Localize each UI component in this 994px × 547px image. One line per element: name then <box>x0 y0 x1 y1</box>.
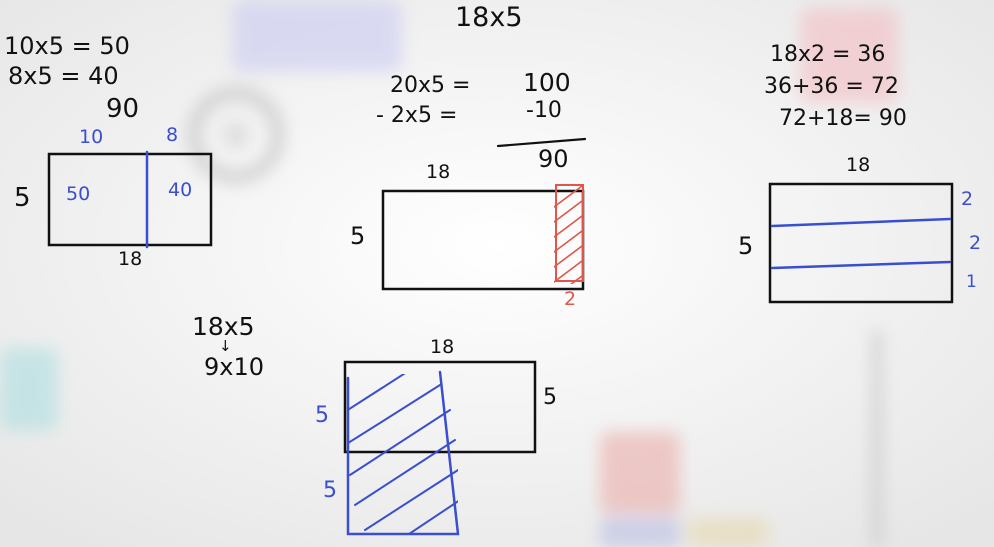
sum-underline <box>496 137 587 148</box>
double-line-2: 36+36 = 72 <box>764 74 899 99</box>
split-rectangle <box>47 150 213 249</box>
blurred-red-square <box>600 432 680 514</box>
double-line-1: 18x2 = 36 <box>770 42 886 67</box>
split-label-50: 50 <box>66 183 91 205</box>
halve-label-5-right: 5 <box>543 385 557 410</box>
subtract-line-1-right: 100 <box>523 68 571 97</box>
strip-line-2 <box>770 260 952 270</box>
subtract-result: 90 <box>538 145 569 173</box>
split-sum: 90 <box>106 94 140 124</box>
blurred-gear <box>187 86 285 184</box>
red-hatched-strip <box>555 184 584 282</box>
halve-rectangle <box>343 360 537 536</box>
top-title: 18x5 <box>455 2 523 33</box>
split-label-8: 8 <box>166 124 179 146</box>
subtract-line-1-left: 20x5 = <box>390 73 471 98</box>
double-line-3: 72+18= 90 <box>779 106 907 131</box>
subtract-label-18: 18 <box>426 161 451 183</box>
subtract-line-2-right: -10 <box>526 98 562 123</box>
split-label-5: 5 <box>14 183 31 213</box>
subtract-line-2-left: - 2x5 = <box>376 103 458 128</box>
split-line-1: 10x5 = 50 <box>4 32 130 60</box>
split-label-10: 10 <box>79 126 104 148</box>
double-label-5: 5 <box>738 232 754 260</box>
double-label-1: 1 <box>966 272 977 292</box>
blue-rotated-rectangle <box>346 370 460 536</box>
halve-line-2: 9x10 <box>204 353 265 381</box>
halve-label-5-top: 5 <box>315 403 329 428</box>
blurred-teal-square <box>0 348 58 430</box>
blurred-blue-square <box>600 518 680 547</box>
subtract-label-5: 5 <box>350 222 366 250</box>
halve-label-5-bottom: 5 <box>323 478 337 503</box>
blurred-yellow-square <box>688 518 768 547</box>
subtract-label-2: 2 <box>564 288 577 310</box>
strip-line-1 <box>770 217 952 228</box>
double-rectangle <box>768 182 954 304</box>
double-label-2b: 2 <box>969 232 982 254</box>
halve-line-1: 18x5 <box>192 312 255 341</box>
blurred-post <box>872 330 882 547</box>
split-line-2: 8x5 = 40 <box>8 62 119 90</box>
split-label-40: 40 <box>168 179 193 201</box>
down-arrow-icon: ↓ <box>219 337 232 355</box>
blurred-pink-square <box>800 8 898 103</box>
blurred-purple-square <box>232 0 402 72</box>
double-label-2a: 2 <box>961 188 974 210</box>
double-label-18: 18 <box>846 154 871 176</box>
halve-label-18: 18 <box>430 336 455 358</box>
subtract-rectangle <box>381 137 587 291</box>
split-label-18: 18 <box>118 248 143 270</box>
